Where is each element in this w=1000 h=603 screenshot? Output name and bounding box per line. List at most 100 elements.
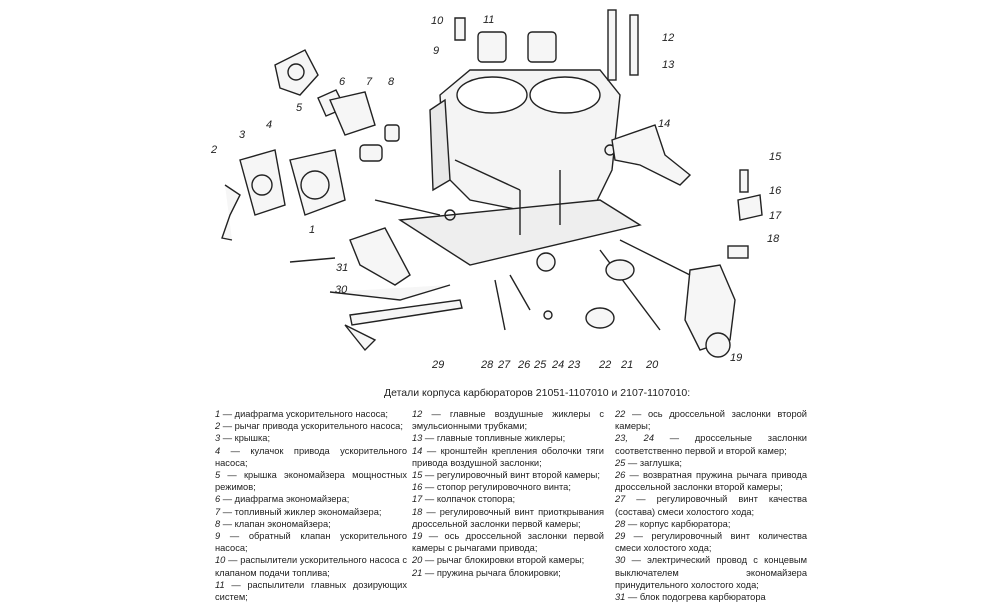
diagram-caption: Детали корпуса карбюраторов 21051-110701… bbox=[384, 387, 691, 399]
callout-18: 18 bbox=[767, 233, 780, 245]
legend-item: 8 — клапан экономайзера; bbox=[215, 518, 331, 529]
legend-item: 5 — крышка экономайзера мощностных режим… bbox=[215, 470, 407, 493]
callout-14: 14 bbox=[658, 118, 671, 130]
legend-item: 7 — топливный жиклер экономайзера; bbox=[215, 506, 382, 517]
legend-item: 27 — регулировочный винт качества (соста… bbox=[615, 494, 807, 517]
legend-item-text: регулировочный винт второй камеры; bbox=[436, 470, 600, 481]
legend-item-number: 21 bbox=[412, 567, 423, 578]
legend-item: 30 — электрический провод с концевым вык… bbox=[615, 555, 807, 590]
legend-item: 11 — распылители главных дозирующих сист… bbox=[215, 579, 407, 603]
callout-10: 10 bbox=[431, 15, 444, 27]
legend-item-number: 9 bbox=[215, 531, 221, 542]
callout-4: 4 bbox=[266, 119, 273, 131]
legend-item-number: 10 bbox=[215, 555, 226, 566]
legend-item-text: регулировочный винт приоткрывания дроссе… bbox=[412, 506, 605, 529]
callout-13: 13 bbox=[662, 59, 675, 71]
legend-item-number: 7 bbox=[215, 506, 221, 517]
legend-item-number: 28 bbox=[615, 518, 626, 529]
callout-11: 11 bbox=[483, 14, 495, 26]
legend-item: 26 — возвратная пружина рычага привода д… bbox=[615, 470, 807, 493]
legend-item-number: 27 bbox=[615, 494, 626, 505]
legend-item-text: электрический провод с концевым выключат… bbox=[615, 555, 807, 590]
legend-item-text: регулировочный винт качества (состава) с… bbox=[615, 494, 807, 517]
legend-item-text: крышка; bbox=[234, 433, 271, 444]
legend-item-text: крышка экономайзера мощностных режимов; bbox=[215, 470, 407, 493]
legend-item: 16 — стопор регулировочного винта; bbox=[412, 482, 571, 493]
legend-item-number: 2 bbox=[215, 421, 221, 432]
callout-16: 16 bbox=[769, 185, 782, 197]
legend-item-number: 13 bbox=[412, 433, 423, 444]
legend-item-text: заглушка; bbox=[639, 457, 682, 468]
legend-item-number: 26 bbox=[615, 470, 626, 481]
callout-27: 27 bbox=[498, 359, 511, 371]
legend-item: 18 — регулировочный винт приоткрывания д… bbox=[412, 506, 605, 529]
legend-item: 28 — корпус карбюратора; bbox=[615, 518, 731, 529]
callout-6: 6 bbox=[339, 76, 346, 88]
callout-24: 24 bbox=[552, 359, 565, 371]
legend-item: 19 — ось дроссельной заслонки первой кам… bbox=[412, 531, 604, 554]
legend-item: 14 — кронштейн крепления оболочки тяги п… bbox=[412, 445, 604, 468]
legend-item: 1 — диафрагма ускорительного насоса; bbox=[215, 409, 389, 419]
callout-21: 21 bbox=[621, 359, 634, 371]
legend-item-text: ось дроссельной заслонки первой камеры с… bbox=[412, 531, 604, 554]
legend-item-number: 29 bbox=[615, 531, 626, 542]
callout-9: 9 bbox=[433, 45, 440, 57]
legend-item-text: кронштейн крепления оболочки тяги привод… bbox=[412, 445, 604, 468]
legend-column-3: 22 — ось дроссельной заслонки второй кам… bbox=[615, 408, 807, 603]
callout-15: 15 bbox=[769, 151, 782, 163]
legend-item-number: 20 bbox=[412, 555, 423, 566]
legend-item: 29 — регулировочный винт количества смес… bbox=[615, 531, 807, 554]
callout-28: 28 bbox=[481, 359, 494, 371]
legend-item-text: дроссельные заслонки соответственно перв… bbox=[615, 433, 807, 456]
callout-7: 7 bbox=[366, 76, 373, 88]
legend-item-text: клапан экономайзера; bbox=[234, 518, 331, 529]
legend-item: 23, 24 — дроссельные заслонки соответств… bbox=[615, 433, 807, 456]
legend-item: 3 — крышка; bbox=[215, 433, 271, 444]
callout-29: 29 bbox=[432, 359, 445, 371]
legend-item-text: главные воздушные жиклеры с эмульсионным… bbox=[412, 409, 604, 432]
legend-item: 31 — блок подогрева карбюратора bbox=[615, 592, 766, 603]
legend-item-number: 4 bbox=[215, 445, 221, 456]
legend-item-number: 17 bbox=[412, 494, 423, 505]
legend-item: 13 — главные топливные жиклеры; bbox=[412, 433, 566, 444]
legend-item-number: 14 bbox=[412, 445, 423, 456]
carburetor-exploded-diagram bbox=[221, 9, 763, 358]
legend-item: 6 — диафрагма экономайзера; bbox=[215, 494, 350, 505]
legend-item-number: 5 bbox=[215, 470, 221, 481]
legend-item: 10 — распылители ускорительного насоса с… bbox=[215, 555, 407, 578]
legend-item-number: 11 bbox=[215, 579, 225, 590]
legend-item: 9 — обратный клапан ускорительного насос… bbox=[215, 531, 407, 554]
legend-item: 17 — колпачок стопора; bbox=[412, 494, 516, 505]
legend-item-text: распылители ускорительного насоса с клап… bbox=[215, 555, 407, 578]
legend-item-number: 23, 24 bbox=[615, 433, 655, 444]
carburetor-body bbox=[397, 69, 642, 266]
legend-item-number: 18 bbox=[412, 506, 423, 517]
legend-item-text: возвратная пружина рычага привода дроссе… bbox=[615, 470, 807, 493]
callout-19: 19 bbox=[730, 352, 743, 364]
legend-item-number: 1 bbox=[215, 409, 221, 419]
legend-item-number: 22 bbox=[615, 409, 626, 419]
callout-5: 5 bbox=[296, 102, 303, 114]
callout-23: 23 bbox=[568, 359, 581, 371]
legend-item: 4 — кулачок привода ускорительного насос… bbox=[215, 445, 407, 468]
legend-item: 20 — рычаг блокировки второй камеры; bbox=[412, 555, 585, 566]
legend-item: 22 — ось дроссельной заслонки второй кам… bbox=[615, 409, 807, 432]
callout-1: 1 bbox=[309, 224, 316, 236]
legend-item-text: топливный жиклер экономайзера; bbox=[234, 506, 382, 517]
legend-item-text: блок подогрева карбюратора bbox=[639, 592, 766, 603]
legend-item: 2 — рычаг привода ускорительного насоса; bbox=[215, 421, 403, 432]
legend-item: 12 — главные воздушные жиклеры с эмульси… bbox=[412, 409, 604, 432]
legend-item-text: пружина рычага блокировки; bbox=[436, 567, 561, 578]
legend-item-number: 31 bbox=[615, 592, 626, 603]
legend-item-number: 3 bbox=[215, 433, 221, 444]
callout-22: 22 bbox=[599, 359, 612, 371]
callout-2: 2 bbox=[211, 144, 218, 156]
legend-column-2: 12 — главные воздушные жиклеры с эмульси… bbox=[412, 408, 604, 579]
legend-item-text: кулачок привода ускорительного насоса; bbox=[215, 445, 407, 468]
callout-25: 25 bbox=[534, 359, 547, 371]
callout-26: 26 bbox=[518, 359, 531, 371]
legend-item: 21 — пружина рычага блокировки; bbox=[412, 567, 561, 578]
legend-item: 15 — регулировочный винт второй камеры; bbox=[412, 470, 600, 481]
legend-item-number: 25 bbox=[615, 457, 626, 468]
legend-item-number: 30 bbox=[615, 555, 626, 566]
